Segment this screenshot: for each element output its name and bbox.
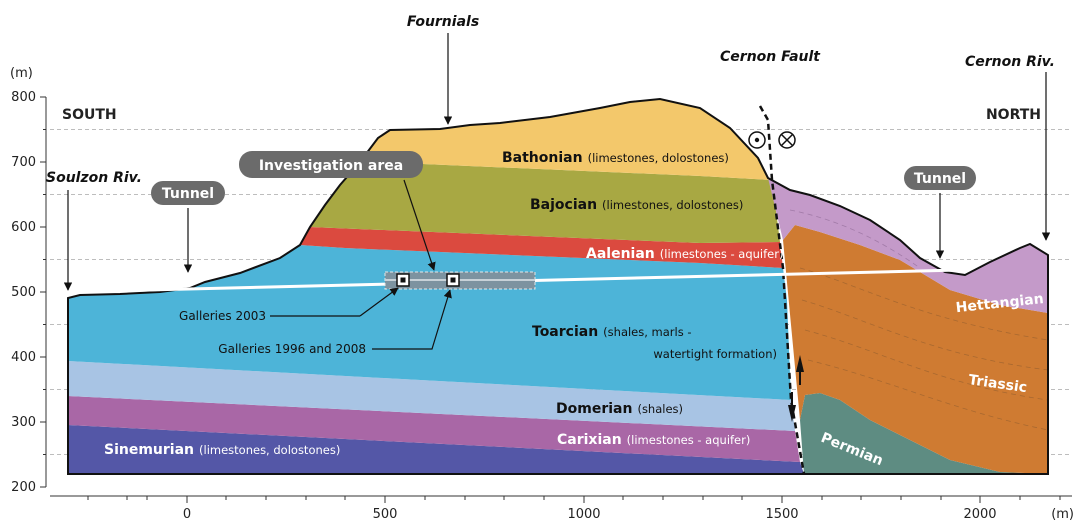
y-axis-unit: (m) <box>10 66 33 81</box>
toarcian-layer <box>68 245 791 400</box>
fault-motion-symbols <box>748 131 796 149</box>
south-label: SOUTH <box>62 107 117 123</box>
section-outline <box>67 97 1049 475</box>
aalenian-label: Aalenian(limestones - aquifer) <box>586 246 783 262</box>
x-tick-label: 1000 <box>567 507 600 522</box>
y-tick-label: 200 <box>11 480 36 495</box>
y-tick-label: 300 <box>11 415 36 430</box>
tunnel-callout-north: Tunnel <box>904 166 976 259</box>
x-tick-label: 500 <box>373 507 398 522</box>
toarcian-desc-line2: watertight formation) <box>653 347 777 361</box>
permian-layer <box>800 393 1050 474</box>
x-tick-label: 0 <box>183 507 191 522</box>
gallery-2003-label: Galleries 2003 <box>179 309 266 323</box>
north-label: NORTH <box>986 107 1041 123</box>
cernon-fault-label: Cernon Fault <box>720 49 821 65</box>
cernon-fault-line <box>758 105 806 475</box>
y-tick-label: 600 <box>11 220 36 235</box>
sinemurian-label: Sinemurian(limestones, dolostones) <box>104 442 340 458</box>
fault-down-arrow <box>788 405 796 422</box>
bedding-lines <box>799 267 1049 431</box>
sinemurian-layer <box>68 425 804 474</box>
bajocian-layer <box>310 162 780 243</box>
y-tick-label: 400 <box>11 350 36 365</box>
triassic-layer <box>783 225 1048 474</box>
domerian-label: Domerian(shales) <box>556 401 683 417</box>
x-axis-unit: (m) <box>1051 507 1074 522</box>
gallery-1996-label: Galleries 1996 and 2008 <box>218 342 366 356</box>
investigation-callout: Investigation area <box>239 151 436 271</box>
bajocian-label: Bajocian(limestones, dolostones) <box>530 197 743 213</box>
bathonian-layer <box>360 99 772 180</box>
tunnel-north-label: Tunnel <box>914 171 966 187</box>
soulzon-river-label: Soulzon Riv. <box>46 170 142 186</box>
gallery-1996-leader <box>372 289 452 350</box>
y-tick-label: 800 <box>11 90 36 105</box>
toarcian-label: Toarcian(shales, marls - <box>532 324 692 340</box>
y-tick-label: 700 <box>11 155 36 170</box>
fault-up-arrow <box>796 355 804 372</box>
x-axis: 0 500 1000 1500 2000 (m) <box>50 495 1074 522</box>
carixian-layer <box>68 396 800 462</box>
tunnel-south-label: Tunnel <box>162 186 214 202</box>
aalenian-layer <box>300 227 783 268</box>
bathonian-label: Bathonian(limestones, dolostones) <box>502 150 729 166</box>
x-tick-label: 2000 <box>963 507 996 522</box>
cernon-river-label: Cernon Riv. <box>965 54 1055 70</box>
fournials-label: Fournials <box>407 14 479 30</box>
y-axis: (m) 800 700 600 500 400 300 200 <box>10 66 47 495</box>
y-tick-label: 500 <box>11 285 36 300</box>
investigation-label: Investigation area <box>259 158 403 174</box>
bedding-lines-hettangian <box>789 209 921 269</box>
carixian-label: Carixian(limestones - aquifer) <box>557 432 750 448</box>
domerian-layer <box>68 361 795 431</box>
x-tick-label: 1500 <box>765 507 798 522</box>
gallery-2003-marker <box>396 273 410 287</box>
gallery-1996-marker <box>446 273 460 287</box>
tunnel-callout-south: Tunnel <box>151 181 225 273</box>
hettangian-layer <box>768 178 1048 313</box>
